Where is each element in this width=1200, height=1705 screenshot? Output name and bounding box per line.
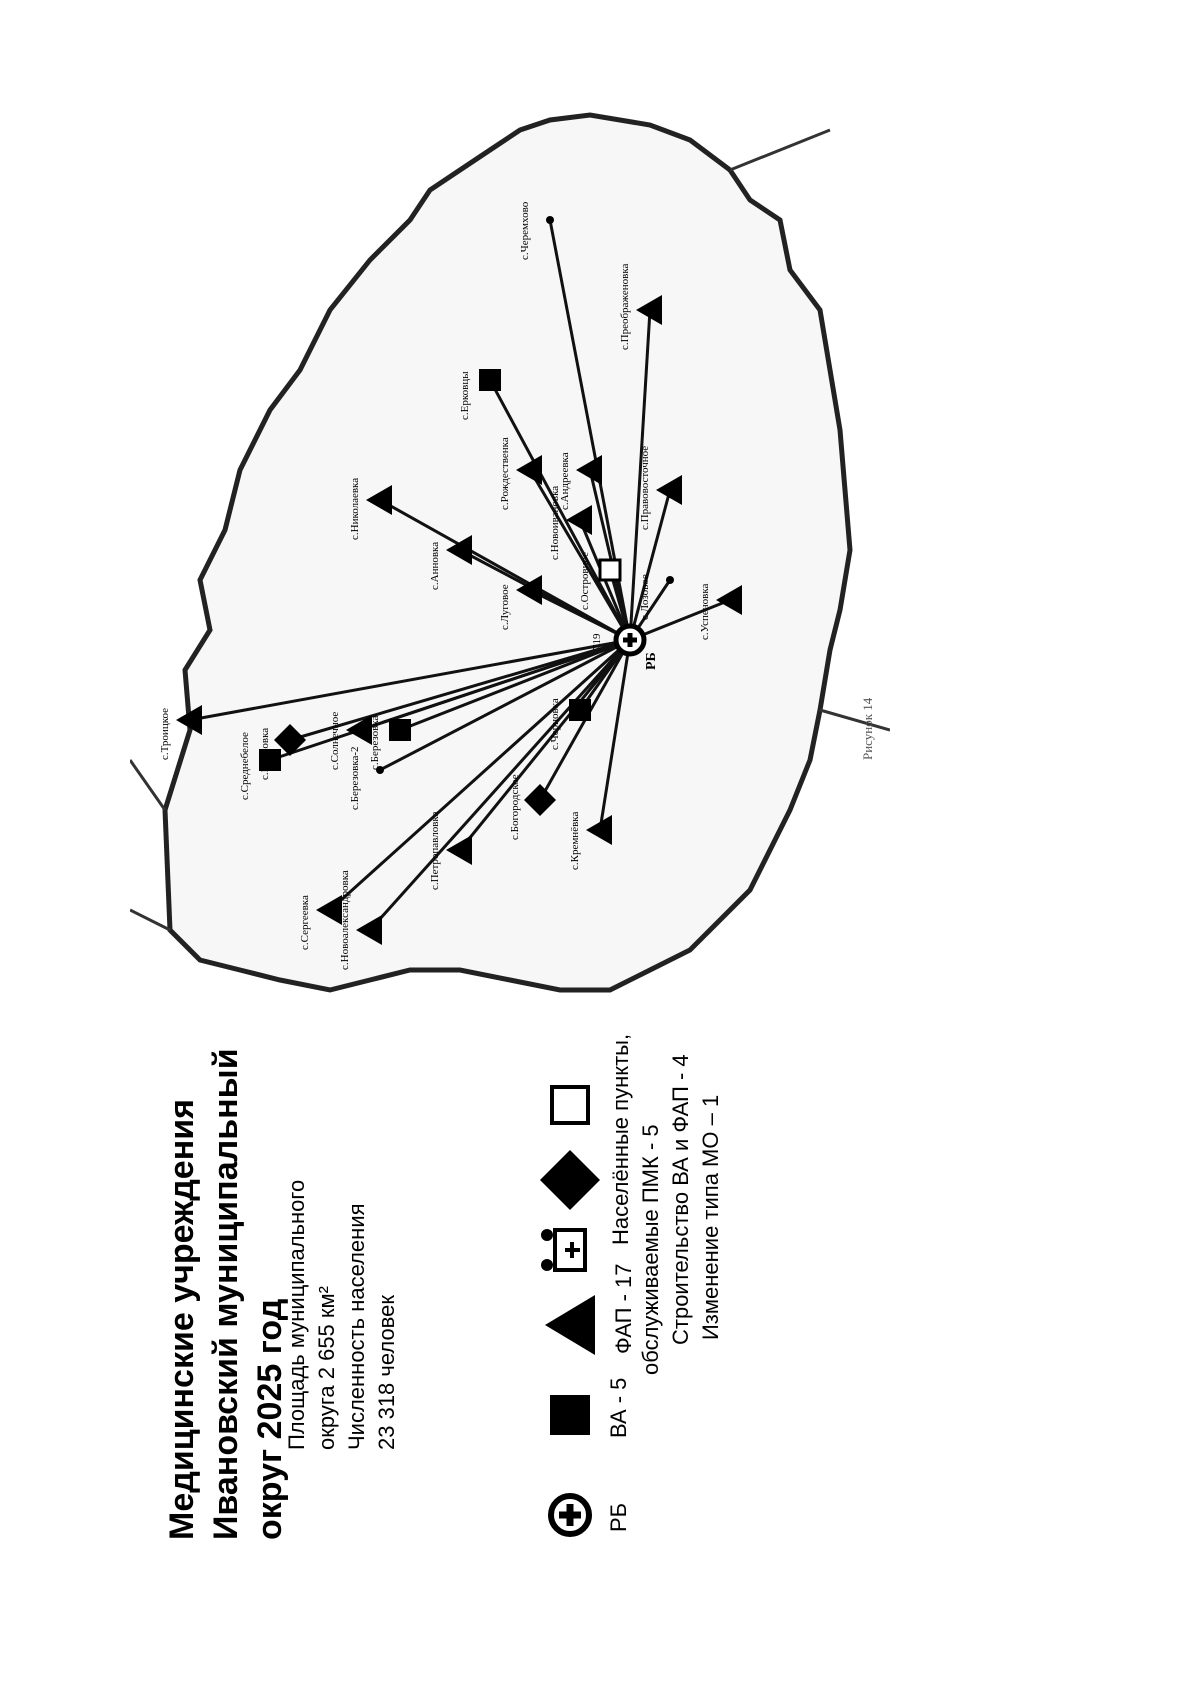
- service-line: [289, 638, 631, 742]
- service-line: [379, 638, 631, 772]
- map-svg: с.Троицкое с.Среднебелое с.Ивановка с.Никол…: [130, 112, 890, 993]
- district-info: Площадь муниципального округа 2 655 км² …: [282, 1180, 402, 1450]
- settlement-marker: [636, 295, 662, 325]
- square-icon: [550, 1395, 590, 1435]
- info-line: Численность населения: [344, 1203, 369, 1450]
- legend-label: Изменение типа МО – 1: [698, 1094, 723, 1340]
- settlement-label: с.Среднебелое: [239, 732, 251, 800]
- service-lines: [189, 219, 731, 932]
- settlement-label: с.Богородское: [509, 774, 521, 840]
- service-line: [458, 639, 632, 851]
- settlement-marker: [366, 485, 392, 515]
- service-line: [629, 598, 731, 642]
- settlement-marker: [716, 585, 742, 615]
- mobile-complex-icon: [541, 1228, 587, 1272]
- settlement-marker: [586, 815, 612, 845]
- settlement-label: с.Успеновка: [699, 583, 711, 640]
- settlement-label: с.Рождественка: [499, 437, 511, 510]
- service-line: [189, 638, 631, 722]
- map-title: Медицинские учреждения Ивановский муници…: [160, 1048, 292, 1540]
- info-line: округа 2 655 км²: [314, 1286, 339, 1450]
- settlement-marker: [516, 455, 542, 485]
- settlement-label: с.Николаевка: [349, 478, 361, 540]
- settlement-label: с.Березовка-2: [349, 746, 361, 810]
- settlement-label: с.Черемхово: [519, 201, 531, 260]
- info-line: 23 318 человек: [374, 1295, 399, 1450]
- settlement-label: с.Андреевка: [559, 452, 571, 510]
- district-boundary: [162, 112, 853, 993]
- info-line: Площадь муниципального: [284, 1179, 309, 1450]
- triangle-icon: [545, 1295, 595, 1355]
- settlement-label: с.Ерковцы: [459, 371, 471, 420]
- settlement-marker: [259, 749, 281, 771]
- settlement-marker: [446, 835, 472, 865]
- settlement-label: с.Кремнёвка: [569, 812, 581, 870]
- settlement-label: с.Луговое: [499, 584, 511, 630]
- service-line: [529, 588, 631, 642]
- district-map: с.Троицкое с.Среднебелое с.Ивановка с.Никол…: [130, 110, 890, 1060]
- settlement-marker: [274, 724, 306, 756]
- service-line: [399, 638, 631, 732]
- legend-label: РБ: [606, 1502, 631, 1532]
- settlement-label: с.Островное: [579, 552, 591, 610]
- service-line: [528, 469, 632, 641]
- title-line: Медицинские учреждения: [163, 1099, 201, 1540]
- neighbor-border: [130, 128, 890, 932]
- title-line: Ивановский муниципальный: [207, 1048, 245, 1540]
- settlement-marker: [346, 715, 372, 745]
- settlement-label: с.Лозовое: [639, 574, 651, 620]
- hollow-square-icon: [550, 1085, 590, 1125]
- legend-label: ВА - 5: [606, 1377, 631, 1438]
- settlement-marker: [176, 705, 202, 735]
- settlement-marker: [566, 505, 592, 535]
- settlement-label: с.Сергеевка: [299, 895, 311, 950]
- settlement-label: с.Преображеновка: [619, 263, 631, 350]
- settlement-label: с.Черновка: [549, 698, 561, 750]
- settlement-marker: [546, 216, 554, 224]
- settlement-label: с.Солнечное: [329, 712, 341, 770]
- settlement-marker: [656, 475, 682, 505]
- service-line: [598, 639, 632, 831]
- settlement-marker: [316, 895, 342, 925]
- settlement-label: с.Новоивановка: [549, 486, 561, 560]
- settlement-label: с.Ивановка: [259, 728, 271, 780]
- settlement-marker: [356, 915, 382, 945]
- settlement-marker: [376, 766, 384, 774]
- hub-code: 719: [591, 633, 603, 650]
- settlement-markers: с.Троицкое с.Среднебелое с.Ивановка с.Никол…: [159, 201, 742, 970]
- service-line: [368, 638, 632, 932]
- settlement-marker: [516, 575, 542, 605]
- settlement-label: с.Анновка: [429, 542, 441, 590]
- settlement-marker: [666, 576, 674, 584]
- settlement-marker: [569, 699, 591, 721]
- legend-label: ФАП - 17: [611, 1263, 636, 1354]
- settlement-marker: [576, 455, 602, 485]
- legend-label: обслуживаемые ПМК - 5: [638, 1124, 663, 1375]
- settlement-marker: [389, 719, 411, 741]
- settlement-label: с.Троицкое: [159, 708, 171, 760]
- settlement-marker: [479, 369, 501, 391]
- service-line: [628, 489, 672, 641]
- settlement-marker: [598, 558, 622, 582]
- cross-circle-icon: [548, 1493, 592, 1537]
- settlement-label: с.Правовосточное: [639, 446, 651, 530]
- service-line: [359, 638, 631, 732]
- settlement-marker: [446, 535, 472, 565]
- legend-label: Населённые пункты,: [608, 1033, 633, 1245]
- legend: РБ ВА - 5 ФАП - 17 Населённые пункты, об…: [530, 880, 890, 1580]
- diamond-icon: [540, 1150, 600, 1210]
- service-line: [328, 638, 632, 912]
- service-line: [628, 309, 652, 641]
- hub-label: РБ: [644, 652, 659, 670]
- service-line: [488, 379, 632, 641]
- settlement-marker: [524, 784, 556, 816]
- figure-caption: Рисунок 14: [860, 697, 875, 760]
- settlement-label: с.Петропавловка: [429, 811, 441, 890]
- hub-rb: [613, 623, 647, 657]
- legend-label: Строительство ВА и ФАП - 4: [668, 1054, 693, 1345]
